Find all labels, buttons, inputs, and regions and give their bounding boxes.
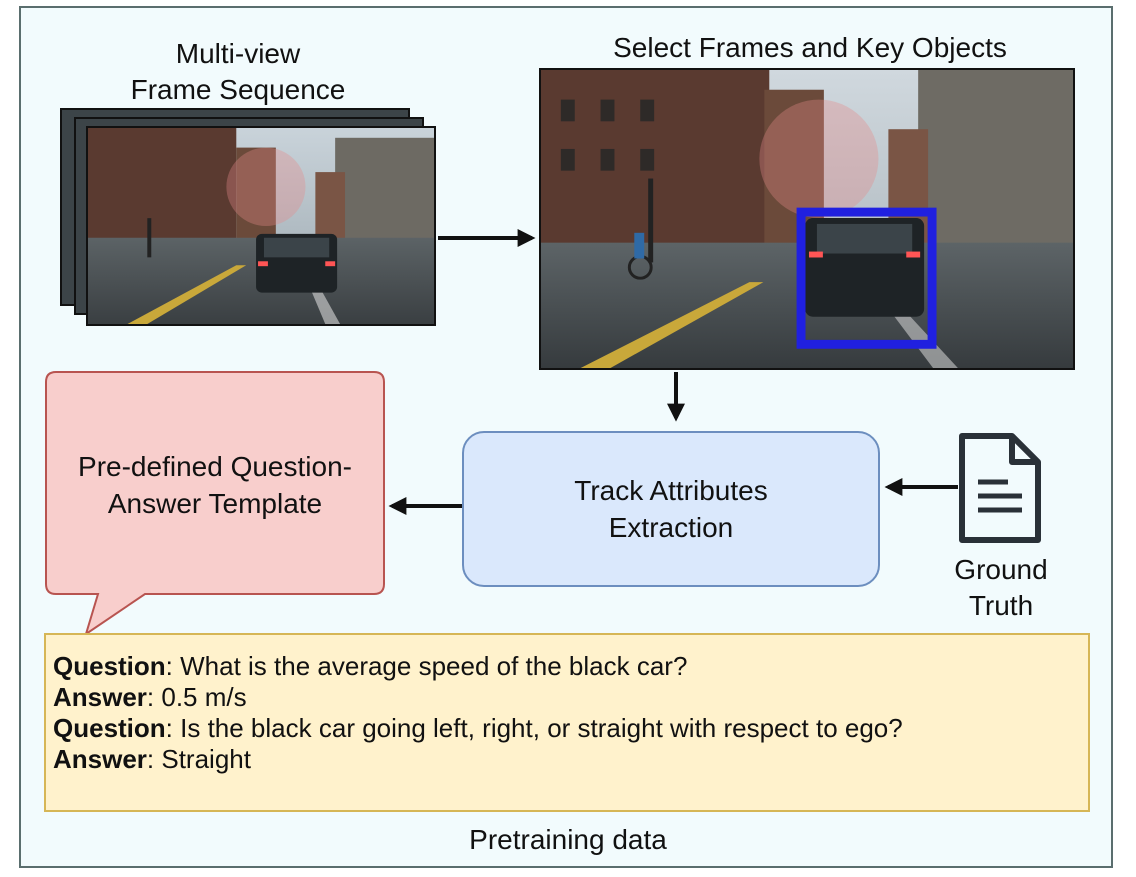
multiview-label-line-2: Frame Sequence (130, 74, 346, 105)
track-node-line-2: Extraction (608, 512, 734, 543)
template-node-line-1: Pre-defined Question- (78, 451, 352, 482)
qa-line-3: Question: Is the black car going left, r… (53, 713, 1088, 744)
qa-key-4: Answer (53, 744, 147, 774)
document-icon (959, 433, 1041, 543)
qa-value-2: : 0.5 m/s (146, 682, 247, 712)
track-node-line-1: Track Attributes (574, 475, 768, 506)
ground-truth-line-2: Truth (968, 590, 1034, 621)
multiview-label: Multi-view Frame Sequence (118, 36, 358, 108)
qa-line-4: Answer: Straight (53, 744, 1088, 775)
qa-key-1: Question (53, 651, 166, 681)
qa-value-1: : What is the average speed of the black… (165, 651, 688, 681)
qa-line-2: Answer: 0.5 m/s (53, 682, 1088, 713)
selected-frame (539, 68, 1075, 370)
ground-truth-line-1: Ground (954, 554, 1048, 585)
track-attributes-node: Track Attributes Extraction (462, 431, 880, 587)
qa-value-3: : Is the black car going left, right, or… (165, 713, 903, 743)
template-node: Pre-defined Question- Answer Template (46, 375, 384, 595)
qa-line-1: Question: What is the average speed of t… (53, 651, 1088, 682)
caption: Pretraining data (469, 824, 667, 855)
street-scene-large (541, 70, 1073, 368)
qa-box: Question: What is the average speed of t… (44, 633, 1090, 812)
street-scene-small (88, 128, 434, 324)
qa-key-2: Answer (53, 682, 147, 712)
multiview-label-line-1: Multi-view (175, 38, 301, 69)
select-frames-label: Select Frames and Key Objects (613, 32, 1007, 63)
ground-truth-label: Ground Truth (926, 552, 1076, 624)
qa-key-3: Question (53, 713, 166, 743)
key-object-box (796, 207, 937, 349)
template-node-line-2: Answer Template (107, 488, 323, 519)
qa-value-4: : Straight (146, 744, 251, 774)
frame-stack-front (86, 126, 436, 326)
